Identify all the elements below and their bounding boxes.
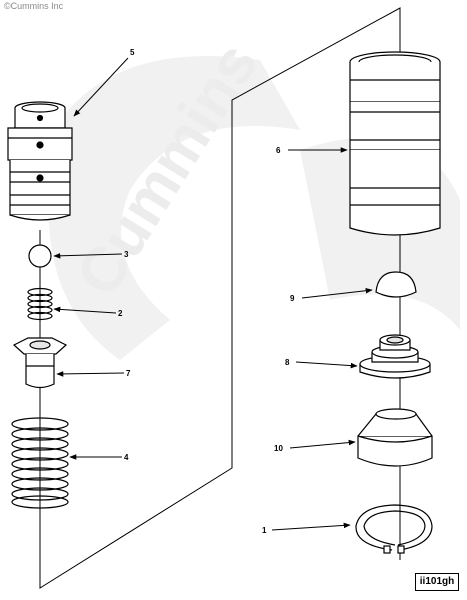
leader-7 — [56, 371, 125, 377]
copyright-notice: ©Cummins Inc — [4, 1, 64, 11]
callout-7: 7 — [126, 369, 131, 378]
callout-5: 5 — [130, 48, 135, 57]
leader-5 — [73, 57, 129, 117]
part-10-cup — [357, 408, 433, 467]
leader-8 — [295, 361, 358, 369]
callout-10: 10 — [274, 444, 283, 453]
callout-6: 6 — [276, 146, 281, 155]
part-9-dome — [375, 271, 417, 298]
part-2-small-spring — [27, 287, 53, 321]
leader-10 — [289, 439, 356, 449]
callout-9: 9 — [290, 294, 295, 303]
callout-2: 2 — [118, 309, 123, 318]
leader-2 — [53, 306, 117, 314]
part-8-stepped-washer — [359, 334, 431, 379]
leader-3 — [53, 253, 123, 259]
part-6-barrel — [349, 51, 441, 236]
figure-id-label: ii101gh — [415, 573, 459, 591]
leader-9 — [301, 287, 373, 299]
callout-3: 3 — [124, 250, 129, 259]
part-7-spring-seat — [12, 337, 68, 389]
callout-1: 1 — [262, 526, 267, 535]
callout-8: 8 — [285, 358, 290, 367]
callout-4: 4 — [124, 453, 129, 462]
part-1-retaining-ring — [355, 504, 433, 554]
part-3-ball — [28, 244, 52, 268]
leader-1 — [271, 522, 351, 531]
part-5-barrel — [7, 101, 73, 221]
part-4-large-spring — [11, 417, 69, 509]
